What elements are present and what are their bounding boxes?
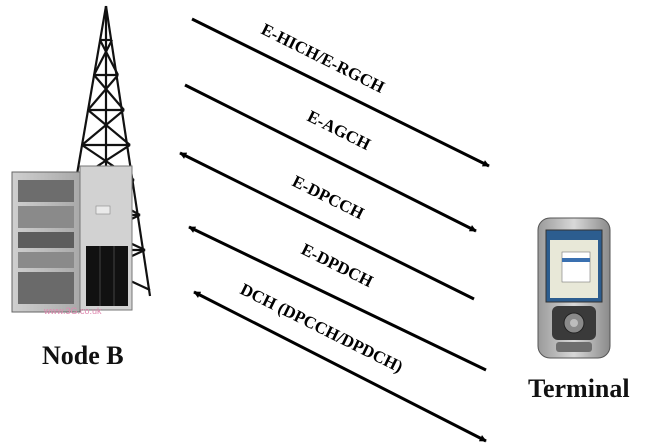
- terminal-label: Terminal: [528, 374, 630, 403]
- terminal-phone-icon: [537, 217, 611, 359]
- channel-arrows: [179, 17, 490, 443]
- node-b-label: Node B: [42, 341, 124, 370]
- node-b-watermark: www.3G.co.uk: [43, 306, 102, 316]
- label-e-dpcch: E-DPCCH: [289, 172, 367, 224]
- arrow-dch: [193, 290, 487, 443]
- arrow-e-agch: [184, 83, 477, 233]
- arrow-e-dpcch: [179, 151, 475, 301]
- label-e-dpdch: E-DPDCH: [298, 240, 376, 292]
- node-b-cabinet-icon: [11, 165, 133, 313]
- arrow-e-dpdch: [188, 225, 487, 372]
- arrow-e-hich-e-rgch: [191, 17, 490, 168]
- label-e-agch: E-AGCH: [304, 107, 373, 154]
